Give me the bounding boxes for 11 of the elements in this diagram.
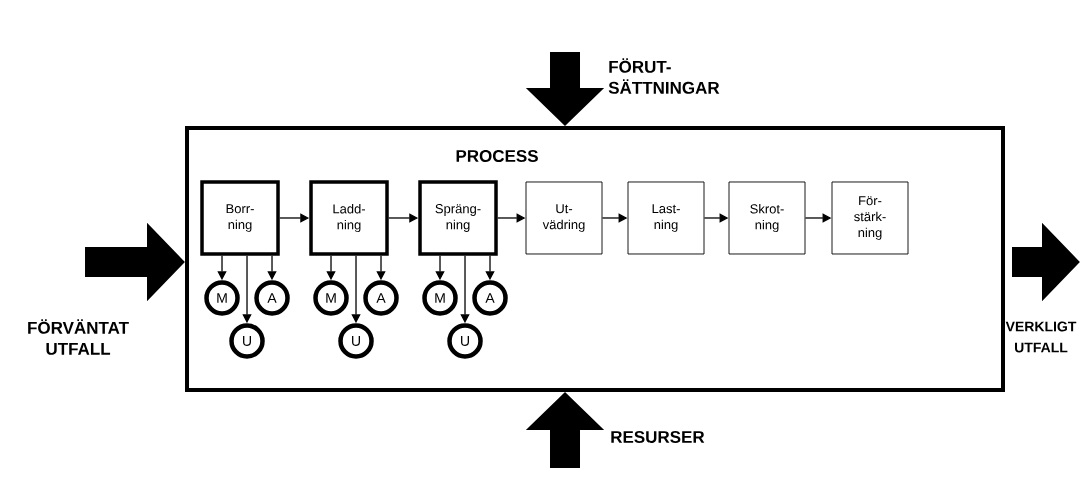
caption-label: FÖRUT- SÄTTNINGAR [608,58,720,94]
step-box: För- stärk- ning [831,181,909,255]
step-box: Skrot- ning [728,181,806,255]
caption-label: VERKLIGT UTFALL [1005,321,1077,353]
caption-label: FÖRVÄNTAT UTFALL [28,319,129,355]
step-box: Last- ning [627,181,705,255]
step-box: Ut- vädring [525,181,603,255]
caption-label: RESURSER [611,430,705,443]
step-box: Ladd- ning [309,180,389,256]
step-box: Borr- ning [200,180,280,256]
step-box: Spräng- ning [418,180,498,256]
